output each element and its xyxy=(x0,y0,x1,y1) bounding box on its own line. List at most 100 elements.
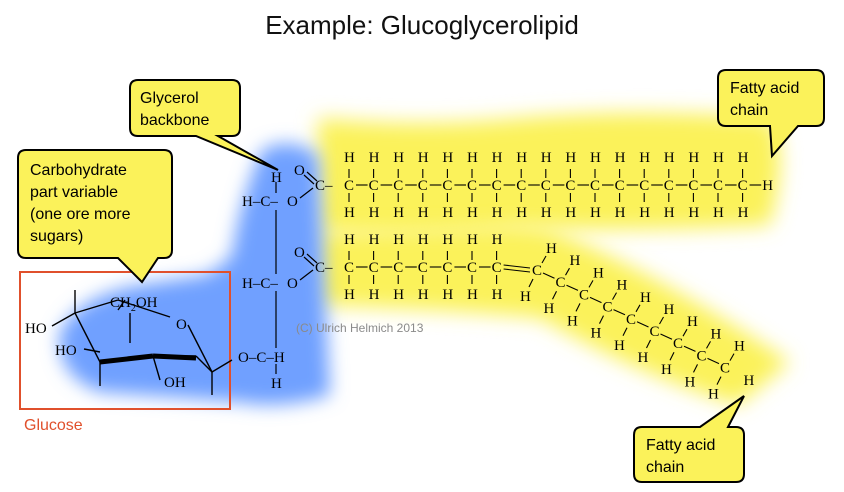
chain-top-carbon: C xyxy=(590,178,600,194)
chain-bottom-diag-carbon: C xyxy=(532,263,542,279)
callout-carbohydrate-line-1: Carbohydrate xyxy=(30,162,127,179)
chain-top-h-down: H xyxy=(565,205,576,221)
chain-top-h-down: H xyxy=(369,205,380,221)
glycerol-o-1: O xyxy=(287,194,298,210)
page-title: Example: Glucoglycerolipid xyxy=(265,10,579,40)
ester-c-bottom: C– xyxy=(315,260,333,276)
chain-bottom-double-bond-1 xyxy=(503,264,531,269)
chain-bottom-diag-h-down: H xyxy=(520,289,531,305)
chain-top-carbon: C xyxy=(664,178,674,194)
chain-bottom-diag-h-down: H xyxy=(614,338,625,354)
chain-top-carbon: C xyxy=(492,178,502,194)
chain-top-carbon: C xyxy=(639,178,649,194)
chain-bottom-carbon: C xyxy=(467,260,477,276)
chain-bottom-diag-carbon: C xyxy=(626,312,636,328)
chain-top-h-down: H xyxy=(541,205,552,221)
chain-top-carbon: C xyxy=(369,178,379,194)
glycerol-hco-2: H–C– xyxy=(242,276,278,292)
chain-bottom-h-down: H xyxy=(442,287,453,303)
chain-top-h-down: H xyxy=(713,205,724,221)
chain-bottom-diag-h-down: H xyxy=(544,301,555,317)
chain-top-carbon: C xyxy=(738,178,748,194)
callout-carbohydrate: Carbohydrate part variable (one ore more… xyxy=(17,149,173,284)
chain-bottom-carbon: C xyxy=(442,260,452,276)
ester-o-top: O xyxy=(294,163,305,179)
yellow-highlight-top xyxy=(318,113,780,235)
chain-bottom-h-up: H xyxy=(442,232,453,248)
chain-top-h-up: H xyxy=(713,150,724,166)
callout-fatty-bottom-line-2: chain xyxy=(646,459,684,476)
sugar-oh-bottom: OH xyxy=(164,375,186,391)
yellow-highlight-bottom xyxy=(318,225,790,405)
glucose-box xyxy=(19,271,231,410)
chain-bottom-diag-bond xyxy=(683,345,696,352)
chain-top-h-up: H xyxy=(590,150,601,166)
chain-top-h-down: H xyxy=(418,205,429,221)
chain-top-h-up: H xyxy=(467,150,478,166)
callout-carbohydrate-line-3: (one ore more xyxy=(30,206,131,223)
chain-top-h-down: H xyxy=(344,205,355,221)
chain-top-carbon: C xyxy=(393,178,403,194)
chain-bottom-diag-bond-up xyxy=(659,316,664,325)
callout-fatty-top-line-1: Fatty acid xyxy=(730,80,799,97)
chain-top-carbon: C xyxy=(418,178,428,194)
chain-bottom-diag-bond xyxy=(707,357,720,365)
chain-bottom-diag-bond-down xyxy=(716,376,722,385)
chain-top-h-down: H xyxy=(738,205,749,221)
chain-bottom-diag-bond-down xyxy=(669,351,675,361)
chain-bottom-diag-h-up: H xyxy=(640,290,651,306)
chain-top-carbon: C xyxy=(565,178,575,194)
glycerol-och: O–C–H xyxy=(238,350,285,366)
chain-bottom-carbon: C xyxy=(418,260,428,276)
chain-bottom-diag-bond-up xyxy=(635,304,641,313)
chain-bottom-h-down: H xyxy=(418,287,429,303)
chain-bottom-diag-bond xyxy=(542,272,555,279)
callout-fatty-top-line-2: chain xyxy=(730,102,768,119)
chain-bottom-diag-bond-down xyxy=(693,364,698,373)
chain-top-h-up: H xyxy=(688,150,699,166)
chain-top-h-up: H xyxy=(541,150,552,166)
callout-glycerol: Glycerol backbone xyxy=(129,79,279,171)
callout-glycerol-line-1: Glycerol xyxy=(140,90,199,107)
chain-bottom-h-up: H xyxy=(393,232,404,248)
chain-top-h-down: H xyxy=(492,205,503,221)
chain-bottom-diag-h-up: H xyxy=(617,278,628,294)
chain-top-h-up: H xyxy=(492,150,503,166)
chain-bottom-h-up: H xyxy=(369,232,380,248)
glucose-ring xyxy=(51,290,233,395)
chain-top-carbon: C xyxy=(541,178,551,194)
chain-bottom-diag-carbon: C xyxy=(697,348,707,364)
chain-bottom-diag-h-up: H xyxy=(664,302,675,318)
chain-top-h-down: H xyxy=(615,205,626,221)
chain-bottom-carbon: C xyxy=(369,260,379,276)
chain-bottom-diag-carbon: C xyxy=(556,275,566,291)
callout-fatty-top: Fatty acid chain xyxy=(717,69,825,159)
chain-bottom-diag-bond-down xyxy=(622,327,628,337)
chain-top-h-down: H xyxy=(393,205,404,221)
chain-top-h-down: H xyxy=(467,205,478,221)
callout-glycerol-line-2: backbone xyxy=(140,112,209,129)
chain-top-carbon: C xyxy=(344,178,354,194)
chain-bottom-carbon: C xyxy=(344,260,354,276)
chain-top-carbon: C xyxy=(442,178,452,194)
ester-bonds xyxy=(299,171,318,281)
chain-bottom-diag-bond-up xyxy=(565,267,570,276)
glycerol-h-top: H xyxy=(271,170,282,186)
blue-highlight xyxy=(59,143,330,405)
sugar-ho-mid: HO xyxy=(55,343,77,359)
callout-fatty-bottom: Fatty acid chain xyxy=(633,395,745,483)
chain-bottom-diag-h-down: H xyxy=(661,362,672,378)
chain-top-h-down: H xyxy=(516,205,527,221)
chain-top-h-up: H xyxy=(442,150,453,166)
chain-bottom-diag-h-up: H xyxy=(687,314,698,330)
chain-bottom-diag-carbon: C xyxy=(650,324,660,340)
chain-top-carbon: C xyxy=(467,178,477,194)
fatty-acid-chain-bottom: CHHCHHCHHCHHCHHCHHCHHCHHCHHCHHCHHCHHCHHC… xyxy=(344,232,755,403)
ester-o-bottom: O xyxy=(294,245,305,261)
chain-top-h-down: H xyxy=(664,205,675,221)
chain-bottom-diag-h-up: H xyxy=(711,326,722,342)
chain-bottom-diag-h-down: H xyxy=(638,350,649,366)
chain-bottom-diag-bond-up xyxy=(541,255,547,264)
chain-top-carbon: C xyxy=(713,178,723,194)
